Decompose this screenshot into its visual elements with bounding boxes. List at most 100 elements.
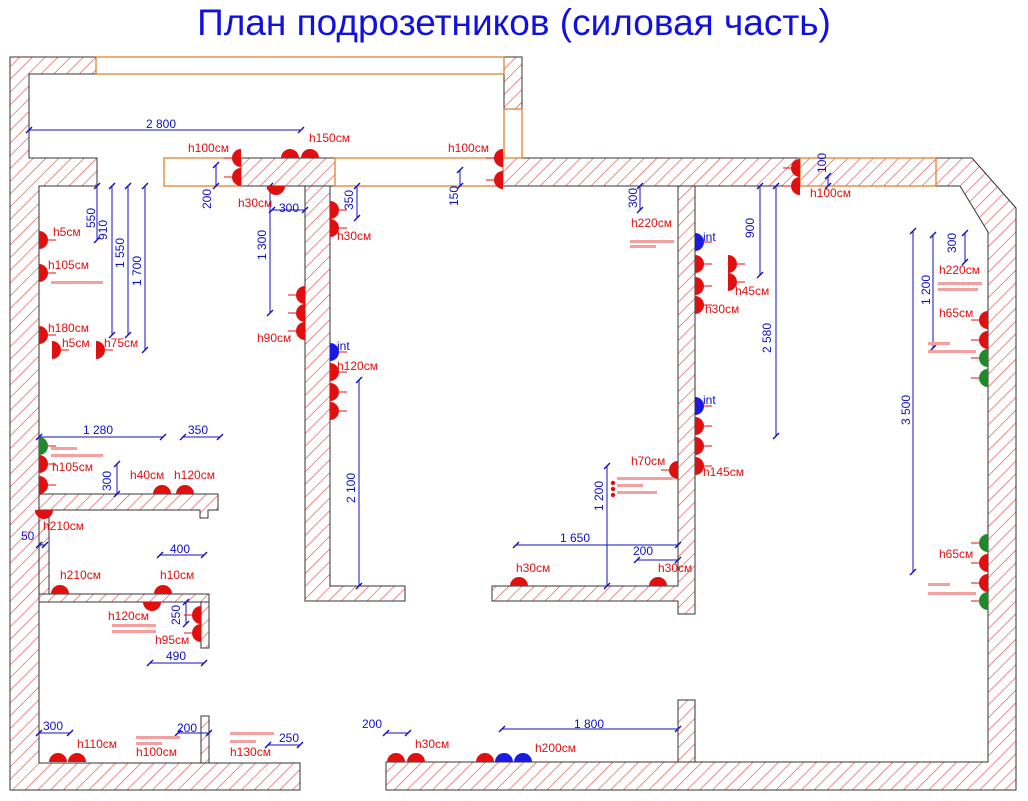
power-socket-icon xyxy=(39,326,48,344)
power-socket-icon xyxy=(35,510,53,519)
wall-bath-vertical xyxy=(304,185,406,602)
power-socket-icon xyxy=(232,168,241,186)
appliance-mark xyxy=(51,447,77,450)
power-socket-icon xyxy=(296,286,305,304)
wall-closet-post xyxy=(200,601,210,649)
wall-bottom-post xyxy=(200,715,210,764)
dimension-label: 2 580 xyxy=(760,323,774,353)
power-socket-icon xyxy=(979,574,988,592)
wall-top-mid-1 xyxy=(240,157,336,187)
socket-height-label: h30см xyxy=(415,737,449,751)
dimension-label: 2 100 xyxy=(344,473,358,503)
wall-closet-top xyxy=(38,493,219,519)
grounded-socket-icon xyxy=(979,534,988,552)
power-socket-icon xyxy=(232,149,241,167)
dimension-label: 150 xyxy=(447,186,461,206)
dimension-label: 300 xyxy=(100,471,114,491)
power-socket-icon xyxy=(695,277,704,295)
power-socket-icon xyxy=(154,585,172,594)
dimension-label: 100 xyxy=(815,153,829,173)
power-socket-icon xyxy=(330,201,339,219)
connection-dot xyxy=(610,480,616,486)
power-socket-icon xyxy=(301,149,319,158)
socket-height-label: h210см xyxy=(60,568,101,582)
wall-top-mid-2 xyxy=(502,157,801,187)
dimension-label: 900 xyxy=(743,218,757,238)
data-socket-type-label: int xyxy=(337,339,350,353)
socket-height-label: h5см xyxy=(62,336,90,350)
socket-height-label: h100см xyxy=(448,141,489,155)
dimension-label: 50 xyxy=(21,529,35,543)
appliance-mark xyxy=(928,583,950,586)
power-socket-icon xyxy=(39,455,48,473)
socket-height-label: h5см xyxy=(53,225,81,239)
socket-height-label: h180см xyxy=(48,321,89,335)
socket-height-label: h220см xyxy=(939,263,980,277)
power-socket-icon xyxy=(979,554,988,572)
appliance-marks xyxy=(51,240,982,745)
socket-height-label: h30см xyxy=(337,229,371,243)
socket-height-label: h70см xyxy=(631,454,665,468)
power-socket-icon xyxy=(649,577,667,586)
socket-height-label: h90см xyxy=(257,331,291,345)
data-socket-type-label: int xyxy=(703,393,716,407)
socket-height-label: h200см xyxy=(535,741,576,755)
power-socket-icon xyxy=(267,186,285,195)
socket-height-label: h120см xyxy=(174,468,215,482)
dimension-label: 2 800 xyxy=(146,117,176,131)
socket-height-label: h110см xyxy=(77,737,117,751)
power-socket-icon xyxy=(192,606,201,624)
dimension-label: 400 xyxy=(170,542,190,556)
power-socket-icon xyxy=(39,476,48,494)
connection-dot xyxy=(610,486,616,492)
power-socket-icon xyxy=(52,341,61,359)
appliance-mark xyxy=(136,736,180,739)
data-socket-icon xyxy=(514,753,532,762)
dimension-label: 300 xyxy=(279,201,299,215)
grounded-socket-icon xyxy=(979,369,988,387)
socket-height-label: h95см xyxy=(155,633,189,647)
power-socket-icon xyxy=(49,753,67,762)
grounded-socket-icon xyxy=(979,349,988,367)
dimension-label: 200 xyxy=(362,717,382,731)
power-socket-icon xyxy=(96,341,105,359)
opening-top xyxy=(95,56,505,75)
power-socket-icon xyxy=(510,577,528,586)
socket-height-label: h40см xyxy=(130,468,164,482)
wall-top-right-post xyxy=(503,56,523,110)
power-socket-icon xyxy=(695,255,704,273)
opening-corridor-1 xyxy=(163,157,242,187)
data-socket-type-label: int xyxy=(703,230,716,244)
dimension-label: 3 500 xyxy=(899,395,913,425)
appliance-mark xyxy=(51,281,103,284)
dimension-label: 1 550 xyxy=(113,238,127,268)
data-socket-icon xyxy=(330,343,339,361)
wall-right xyxy=(385,157,1017,791)
wall-kitchen-vertical xyxy=(491,185,696,615)
socket-height-label: h30см xyxy=(516,561,550,575)
power-socket-icon xyxy=(176,485,194,494)
appliance-mark xyxy=(136,742,162,745)
dimension-label: 1 200 xyxy=(919,275,933,305)
power-socket-icon xyxy=(695,417,704,435)
socket-height-label: h100см xyxy=(136,745,177,759)
dimension-label: 250 xyxy=(169,605,183,625)
socket-height-label: h65см xyxy=(939,306,973,320)
power-socket-icon xyxy=(281,149,299,158)
power-socket-icon xyxy=(68,753,86,762)
data-socket-icon xyxy=(495,753,513,762)
grounded-socket-icon xyxy=(39,437,48,455)
power-socket-icon xyxy=(330,383,339,401)
power-socket-icon xyxy=(695,296,704,314)
power-socket-icon xyxy=(791,159,800,177)
dimension-label: 1 280 xyxy=(83,423,113,437)
socket-height-label: h105см xyxy=(48,258,89,272)
dimension-label: 200 xyxy=(633,544,653,558)
socket-height-label: h75см xyxy=(104,336,138,350)
socket-height-label: h30см xyxy=(705,302,739,316)
appliance-mark xyxy=(928,592,976,595)
power-socket-icon xyxy=(330,363,339,381)
socket-height-label: h220см xyxy=(631,216,672,230)
